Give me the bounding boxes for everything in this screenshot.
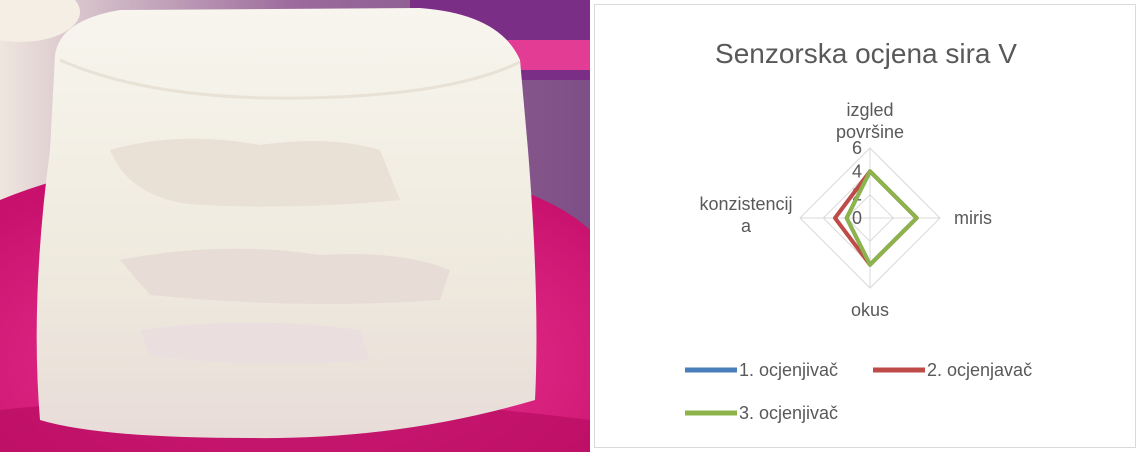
crumbly-texture-1: [110, 138, 400, 207]
background-cheese: [0, 0, 80, 42]
series-line-3: [844, 169, 919, 267]
axis-label: miris: [954, 208, 992, 228]
cheese-photo-drawing: [0, 0, 590, 452]
cheese-top-edge: [59, 58, 521, 100]
crumbly-texture-3: [140, 322, 370, 364]
tick-label: 0: [852, 208, 862, 228]
tick-label: 6: [852, 138, 862, 158]
axis-label: konzistencij: [699, 194, 792, 214]
legend-label-3: 3. ocjenjivač: [739, 403, 838, 423]
legend-label-2: 2. ocjenjavač: [927, 360, 1032, 380]
axis-label: površine: [836, 122, 904, 142]
tick-label: 4: [852, 161, 862, 181]
series-lines: [833, 169, 919, 267]
radar-grid: [799, 147, 941, 289]
axis-label: okus: [851, 300, 889, 320]
cheese-block: [36, 8, 537, 439]
legend: 1. ocjenjivač 2. ocjenjavač 3. ocjenjivač: [685, 360, 1032, 423]
legend-label-1: 1. ocjenjivač: [739, 360, 838, 380]
cheese-photo: [0, 0, 590, 452]
chart-title: Senzorska ocjena sira V: [715, 38, 1017, 69]
axis-label: a: [741, 216, 752, 236]
crumbly-texture-2: [120, 248, 450, 304]
axis-label: izgled: [846, 100, 893, 120]
